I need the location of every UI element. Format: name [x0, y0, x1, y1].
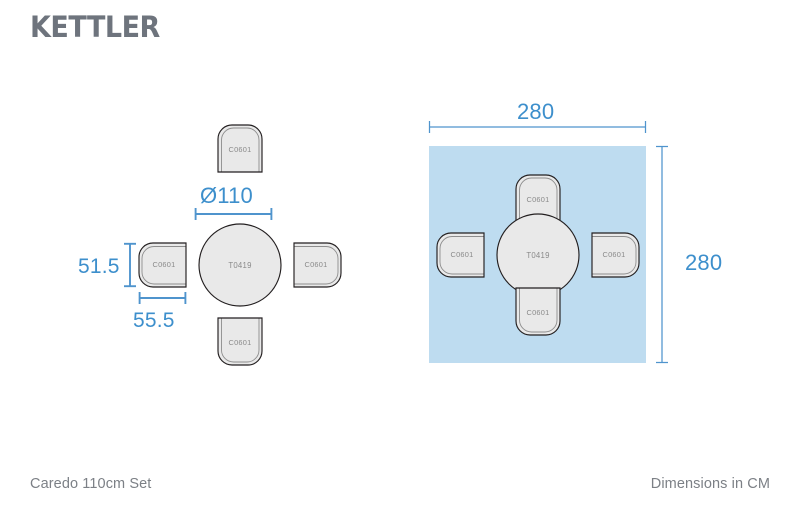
clearance-chair-east-body — [592, 233, 639, 277]
clearance-chair-west-label: C0601 — [450, 250, 473, 259]
chair-south-body — [218, 318, 262, 365]
kettler-logo: KETTLER — [30, 10, 160, 44]
width-dim-label: 55.5 — [133, 309, 175, 332]
clearance-chair-south-label: C0601 — [526, 308, 549, 317]
depth-dim-label: 51.5 — [78, 255, 120, 278]
dimension-table-diameter: Ø110 — [194, 183, 273, 220]
units-note-footer: Dimensions in CM — [650, 476, 770, 492]
chair-east-outline — [293, 242, 342, 288]
clearance-chair-west-outline — [436, 232, 485, 278]
chair-south-label: C0601 — [228, 338, 251, 347]
clearance-chair-north-inner-line — [519, 177, 558, 222]
diameter-dim-label: Ø110 — [200, 183, 253, 208]
chair-north-inner-line — [221, 127, 260, 172]
dimension-footprint-width: 280 — [428, 99, 647, 133]
dimension-footprint-height: 280 — [656, 145, 722, 364]
dimension-chair-depth: 51.5 — [78, 242, 136, 288]
footprint-width-label: 280 — [517, 99, 554, 124]
table-label: T0419 — [228, 261, 251, 270]
product-name-footer: Caredo 110cm Set — [30, 476, 152, 492]
clearance-chair-east-inner-line — [592, 236, 637, 275]
chair-south: C0601 — [217, 317, 263, 366]
clearance-chair-north-label: C0601 — [526, 195, 549, 204]
chair-west-inner-line — [141, 246, 186, 285]
table-body — [199, 224, 281, 306]
furniture-dimensions-view: C0601 Ø110 T0419 C0601 — [0, 0, 400, 420]
clearance-chair-south-body — [516, 288, 560, 335]
chair-east: C0601 — [293, 242, 342, 288]
clearance-chair-south-inner-line — [519, 288, 558, 333]
chair-east-inner-line — [294, 246, 339, 285]
clearance-chair-south: C0601 — [515, 287, 561, 336]
clearance-table-body — [497, 214, 579, 296]
clearance-chair-east-label: C0601 — [602, 250, 625, 259]
chair-south-outline — [217, 317, 263, 366]
chair-west-outline — [138, 242, 187, 288]
clearance-chair-north: C0601 — [515, 174, 561, 223]
table-center: T0419 — [198, 223, 282, 307]
dimension-chair-width: 55.5 — [133, 292, 187, 332]
table-outline — [198, 223, 282, 307]
chair-west-body — [139, 243, 186, 287]
clearance-table-center: T0419 — [496, 213, 580, 297]
chair-north-outline — [217, 124, 263, 173]
clearance-chair-north-outline — [515, 174, 561, 223]
clearance-footprint-view: 280 280 C0601 T0419 — [400, 0, 800, 420]
clearance-chair-south-outline — [515, 287, 561, 336]
chair-south-inner-line — [221, 318, 260, 363]
clearance-chair-west-body — [437, 233, 484, 277]
chair-east-label: C0601 — [304, 260, 327, 269]
chair-north-body — [218, 125, 262, 172]
clearance-table-label: T0419 — [526, 251, 549, 260]
clearance-chair-west: C0601 — [436, 232, 485, 278]
chair-north: C0601 — [217, 124, 263, 173]
clearance-chair-west-inner-line — [439, 236, 484, 275]
clearance-chair-east: C0601 — [591, 232, 640, 278]
chair-east-body — [294, 243, 341, 287]
chair-west-label: C0601 — [152, 260, 175, 269]
chair-west: C0601 — [138, 242, 187, 288]
clearance-chair-north-body — [516, 175, 560, 222]
footprint-height-label: 280 — [685, 250, 722, 275]
clearance-chair-east-outline — [591, 232, 640, 278]
chair-north-label: C0601 — [228, 145, 251, 154]
